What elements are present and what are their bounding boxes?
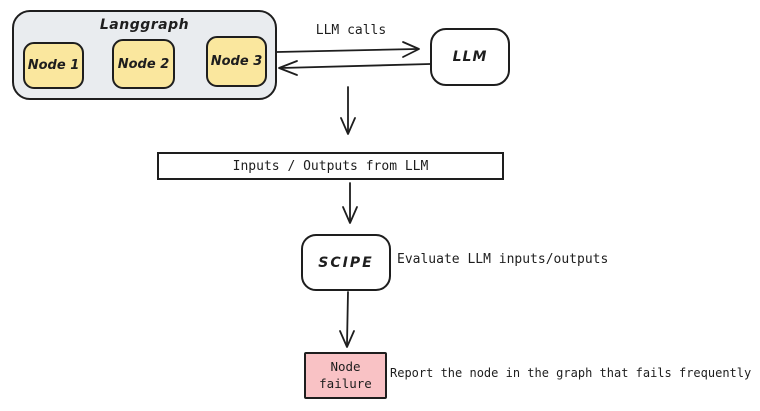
node-failure-box: Node failure xyxy=(304,352,387,399)
node-1-box: Node 1 xyxy=(23,42,84,89)
scipe-box: SCIPE xyxy=(301,234,391,291)
arrow-to-io-box xyxy=(340,86,356,135)
io-box-label: Inputs / Outputs from LLM xyxy=(232,158,429,174)
node-failure-line2: failure xyxy=(319,375,372,391)
node-failure-line1: Node xyxy=(330,359,361,375)
node-failure-caption: Report the node in the graph that fails … xyxy=(390,366,752,380)
llm-box: LLM xyxy=(430,28,510,86)
langgraph-title: Langgraph xyxy=(99,17,190,33)
scipe-caption: Evaluate LLM inputs/outputs xyxy=(397,252,609,267)
node-2-label: Node 2 xyxy=(117,56,170,72)
llm-label: LLM xyxy=(452,49,488,65)
node-3-label: Node 3 xyxy=(210,54,263,69)
arrow-io-to-scipe xyxy=(342,182,358,224)
llm-calls-label: LLM calls xyxy=(315,23,387,38)
node-2-box: Node 2 xyxy=(112,39,175,89)
arrow-langgraph-to-llm xyxy=(276,41,420,58)
node-1-label: Node 1 xyxy=(27,58,80,73)
arrow-scipe-to-failure xyxy=(339,291,355,348)
langgraph-container: Langgraph Node 1 Node 2 Node 3 xyxy=(12,10,277,100)
io-box: Inputs / Outputs from LLM xyxy=(157,152,504,180)
scipe-label: SCIPE xyxy=(318,254,374,271)
node-3-box: Node 3 xyxy=(206,36,267,87)
arrow-llm-to-langgraph xyxy=(278,60,431,76)
